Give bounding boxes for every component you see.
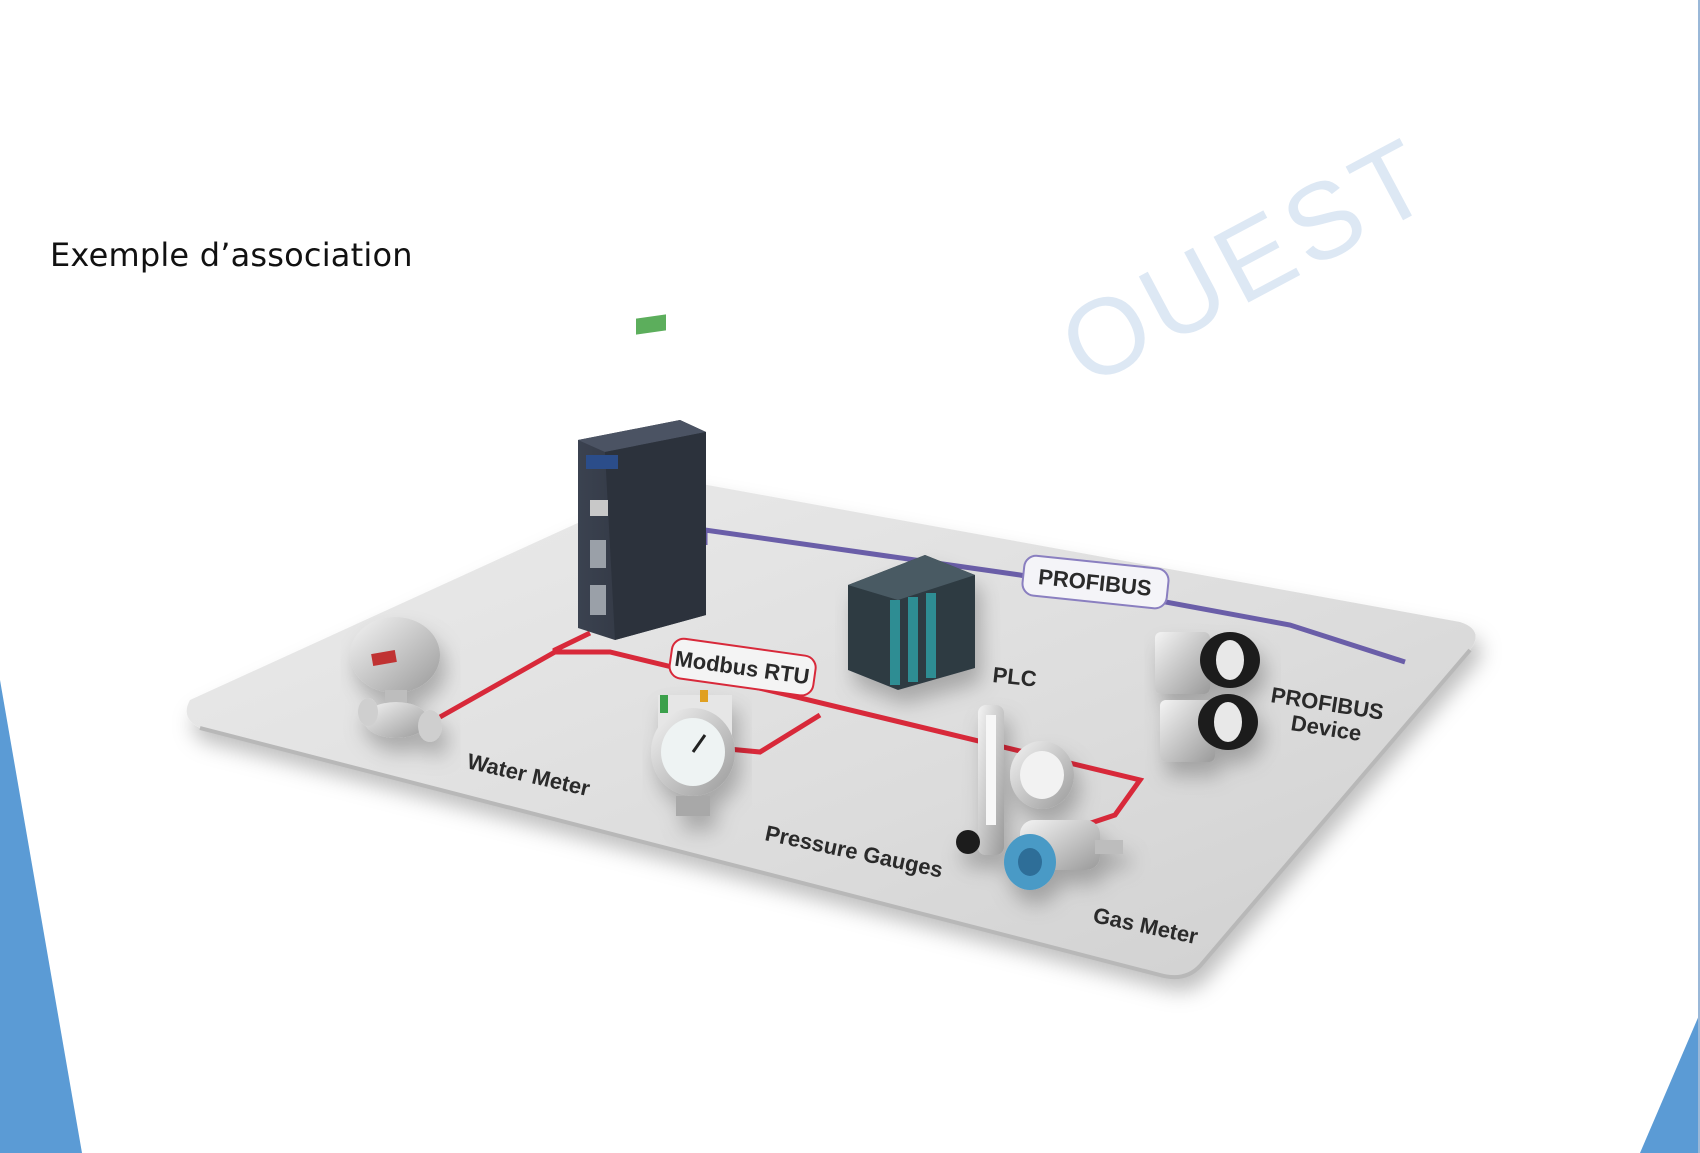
plc-icon [848, 555, 975, 690]
gateway-device-icon [578, 314, 706, 640]
right-blue-triangle [1640, 1013, 1700, 1153]
profibus-label: PROFIBUS [1021, 554, 1170, 610]
gas-meter-icon [956, 705, 1123, 890]
plc-label: PLC [991, 662, 1037, 691]
profibus-device-icon [1155, 632, 1260, 762]
slide-title: Exemple d’association [50, 236, 413, 274]
water-meter-icon [350, 617, 442, 742]
pressure-gauge-icon [651, 690, 735, 816]
